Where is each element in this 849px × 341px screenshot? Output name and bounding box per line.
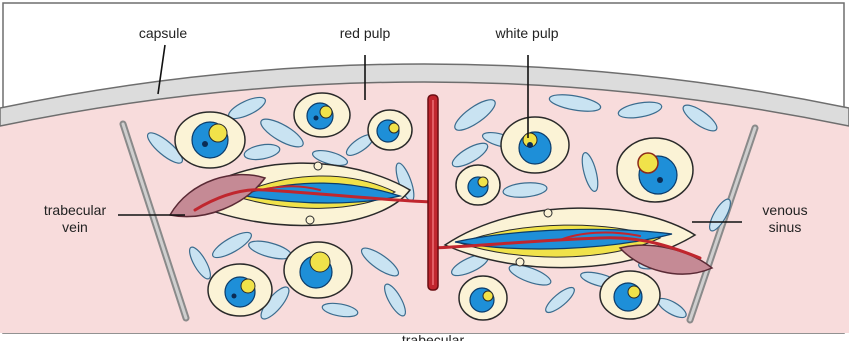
- label-red-pulp: red pulp: [340, 25, 391, 41]
- white-pulp-nodule: [459, 276, 507, 320]
- label-trabecular-artery: trabecular: [402, 332, 465, 341]
- white-pulp-nodule: [617, 138, 693, 202]
- label-white-pulp: white pulp: [494, 25, 558, 41]
- label-venous-sinus-2: sinus: [769, 219, 802, 235]
- white-pulp-nodule: [175, 112, 245, 168]
- white-pulp-nodule: [208, 264, 272, 316]
- label-capsule: capsule: [139, 25, 187, 41]
- white-pulp-nodule: [456, 165, 500, 205]
- white-pulp-nodule: [501, 117, 569, 173]
- label-venous-sinus-1: venous: [762, 202, 807, 218]
- label-trabecular-vein-2: vein: [62, 219, 88, 235]
- white-pulp-nodule: [284, 242, 352, 298]
- white-pulp-nodule: [600, 271, 660, 319]
- white-pulp-nodule: [294, 93, 350, 137]
- label-trabecular-vein-1: trabecular: [44, 202, 107, 218]
- white-pulp-nodule: [368, 110, 412, 150]
